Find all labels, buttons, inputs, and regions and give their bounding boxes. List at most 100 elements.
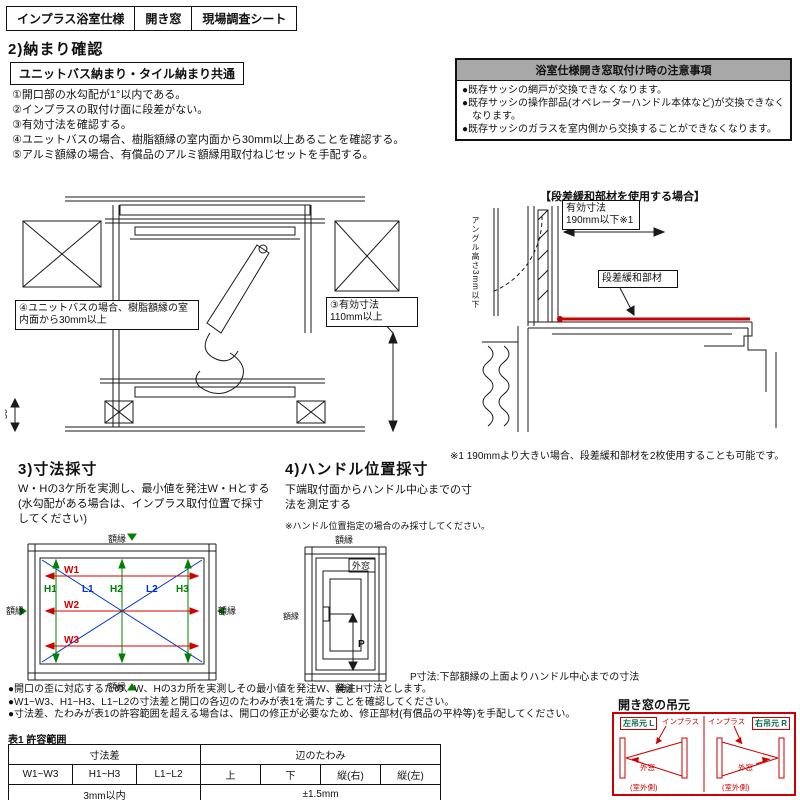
title-part-sheet: 現場調査シート (191, 6, 298, 31)
frame-label-top: 額縁 (108, 533, 126, 544)
l1-label: L1 (82, 584, 94, 595)
h1-label: H1 (44, 584, 57, 595)
h3-label: H3 (176, 584, 189, 595)
w3-label: W3 (64, 635, 79, 646)
notice-item-1: ●既存サッシの網戸が交換できなくなります。 (462, 85, 668, 96)
window-elevation-outline (304, 546, 387, 682)
measurement-bullets: ●開口の歪に対応するため、W、Hの3カ所を実測しその最小値を発注W、発注H寸法と… (8, 684, 618, 722)
left-hinge-outer-label: 外窓 (640, 763, 655, 772)
table-header-row: W1~W3 H1~H3 L1~L2 上 下 縦(右) 縦(左) (8, 764, 441, 785)
right-hinge-inplus-label: インプラス (708, 717, 746, 726)
tolerance-table: 寸法差 辺のたわみ W1~W3 H1~H3 L1~L2 上 下 縦(右) 縦(左… (8, 744, 441, 800)
hinge-diagrams (619, 716, 785, 792)
section4-heading: 4)ハンドル位置採寸 (285, 461, 429, 478)
checklist: ①開口部の水勾配が1°以内である。 ②インプラスの取付け面に段差がない。 ③有効… (12, 88, 448, 163)
left-hinge-outside-label: (室外側) (630, 783, 658, 792)
checklist-item-4: ④ユニットバスの場合、樹脂額縁の室内面から30mm以上あることを確認する。 (12, 134, 405, 146)
effective-dimension-arrow (370, 308, 398, 433)
callout-effective-110mm: ③有効寸法 110mm以上 (326, 297, 418, 327)
outer-window-label-box (348, 558, 376, 573)
section3-heading: 3)寸法採寸 (18, 461, 98, 478)
frame-outline (27, 543, 217, 681)
table-value-row: 3mm以内 ±1.5mm (8, 784, 441, 800)
frame-label-left: 額縁 (6, 605, 24, 616)
notice-title: 浴室仕様開き窓取付け時の注意事項 (457, 60, 790, 81)
bullet-3: ●寸法差、たわみが表1の許容範囲を超える場合は、開口の修正が必要なため、修正部材… (8, 709, 576, 720)
title-part-spec: インプラス浴室仕様 (6, 6, 136, 31)
window-head-lines (65, 196, 365, 240)
section4-note: ※ハンドル位置指定の場合のみ採寸してください。 (285, 521, 491, 531)
p-dimension-arrow (329, 612, 358, 672)
group-header-dimension-diff: 寸法差 (8, 744, 201, 765)
w1-label: W1 (64, 565, 79, 576)
table-group-header-row: 寸法差 辺のたわみ (8, 744, 441, 765)
right-hinge-label: 右吊元 R (752, 717, 790, 730)
wall-hatch-right (334, 220, 400, 292)
col-header-h: H1~H3 (72, 764, 137, 785)
table1-caption: 表1 許容範囲 (8, 735, 67, 746)
p-dimension-note: P寸法:下部額縁の上面よりハンドル中心までの寸法 (410, 672, 640, 683)
callout-yuko-190mm: 有効寸法 190mm以下※1 (562, 200, 640, 230)
col-header-top: 上 (200, 764, 261, 785)
sill-and-steps (482, 321, 777, 432)
col-header-bottom: 下 (260, 764, 321, 785)
checklist-title: ユニットバス納まり・タイル納まり共通 (10, 62, 245, 85)
value-dimension-diff: 3mm以内 (8, 784, 201, 800)
frame-marker-arrows (19, 533, 225, 691)
frame-label-left: 額縁 (283, 611, 299, 621)
right-hinge-outside-label: (室外側) (722, 783, 750, 792)
bullet-1: ●開口の歪に対応するため、W、Hの3カ所を実測しその最小値を発注W、発注H寸法と… (8, 684, 432, 695)
operator-handle-sketch (195, 244, 270, 394)
bullet-2: ●W1~W3、H1~H3、L1~L2の寸法差と開口の各辺のたわみが表1を満たすこ… (8, 696, 455, 708)
checklist-item-5: ⑤アルミ額縁の場合、有償品のアルミ額縁用取付ねじセットを手配する。 (12, 149, 374, 161)
drawing2-footnote: ※1 190mmより大きい場合、段差緩和部材を2枚使用することも可能です。 (450, 451, 785, 462)
hinge-section-title: 開き窓の吊元 (618, 698, 691, 712)
checklist-item-3: ③有効寸法を確認する。 (12, 119, 132, 131)
section2-heading: 2)納まり確認 (8, 41, 104, 58)
left-hinge-inplus-label: インプラス (662, 717, 700, 726)
left-hinge-drawing (619, 725, 688, 779)
notice-box: 浴室仕様開き窓取付け時の注意事項 ●既存サッシの網戸が交換できなくなります。 ●… (455, 58, 792, 141)
notice-body: ●既存サッシの網戸が交換できなくなります。 ●既存サッシの操作部品(オペレーター… (457, 81, 790, 139)
h-dimension-arrows (52, 558, 192, 664)
step-relief-section-drawing (482, 206, 777, 432)
l2-label: L2 (146, 584, 158, 595)
right-hinge-outer-label: 外窓 (738, 763, 753, 772)
notice-item-3: ●既存サッシのガラスを室内側から交換することができなくなります。 (462, 124, 777, 135)
value-edge-deflection: ±1.5mm (200, 784, 441, 800)
col-header-vert-left: 縦(左) (380, 764, 441, 785)
col-header-l: L1~L2 (136, 764, 201, 785)
callout-unitbath-30mm: ④ユニットバスの場合、樹脂額縁の室内面から30mm以上 (15, 300, 199, 330)
handle-position-diagram: 外窓 P 額縁 額縁 額縁 (283, 534, 387, 694)
frame-label-bottom: 額縁 (108, 681, 126, 692)
frame-label-bottom: 額縁 (335, 683, 353, 694)
measurement-diagram: W1 W2 W3 H1 L1 H2 L2 H3 額縁 額縁 額縁 額縁 (6, 533, 236, 692)
group-header-edge-deflection: 辺のたわみ (200, 744, 441, 765)
outer-window-label: 外窓 (352, 560, 370, 571)
col-header-w: W1~W3 (8, 764, 73, 785)
w2-label: W2 (64, 600, 79, 611)
p-label: P (358, 639, 365, 650)
unitbath-section-drawing: 30 (5, 196, 400, 433)
step-relief-member-line (557, 316, 750, 322)
sill-lines (65, 378, 365, 432)
right-hinge-drawing (716, 725, 785, 779)
document-title: インプラス浴室仕様 開き窓 現場調査シート (6, 6, 298, 31)
wall-hatch-left (22, 220, 102, 288)
h2-label: H2 (110, 584, 123, 595)
section3-desc: W・Hの3ケ所を実測し、最小値を発注W・Hとする(水勾配がある場合は、インプラス… (18, 483, 270, 525)
title-part-window: 開き窓 (134, 6, 193, 31)
sash-section-lines (491, 206, 559, 326)
checklist-item-2: ②インプラスの取付け面に段差がない。 (12, 104, 209, 116)
notice-item-2: ●既存サッシの操作部品(オペレーターハンドル本体など)が交換できなくなります。 (462, 98, 785, 122)
frame-label-top: 額縁 (335, 534, 353, 545)
dim-30-label: 30 (5, 409, 9, 419)
callout-step-relief-member: 段差緩和部材 (598, 270, 678, 288)
section4-desc: 下端取付面からハンドル中心までの寸法を測定する (285, 484, 472, 511)
yuko-dimension-arrow (562, 227, 666, 237)
hinge-diagram-box: 左吊元 L インプラス インプラス 右吊元 R 外窓 外窓 (室外側) (室外側… (612, 712, 796, 796)
checklist-item-1: ①開口部の水勾配が1°以内である。 (12, 89, 187, 101)
left-hinge-label: 左吊元 L (620, 717, 658, 730)
col-header-vert-right: 縦(右) (320, 764, 381, 785)
